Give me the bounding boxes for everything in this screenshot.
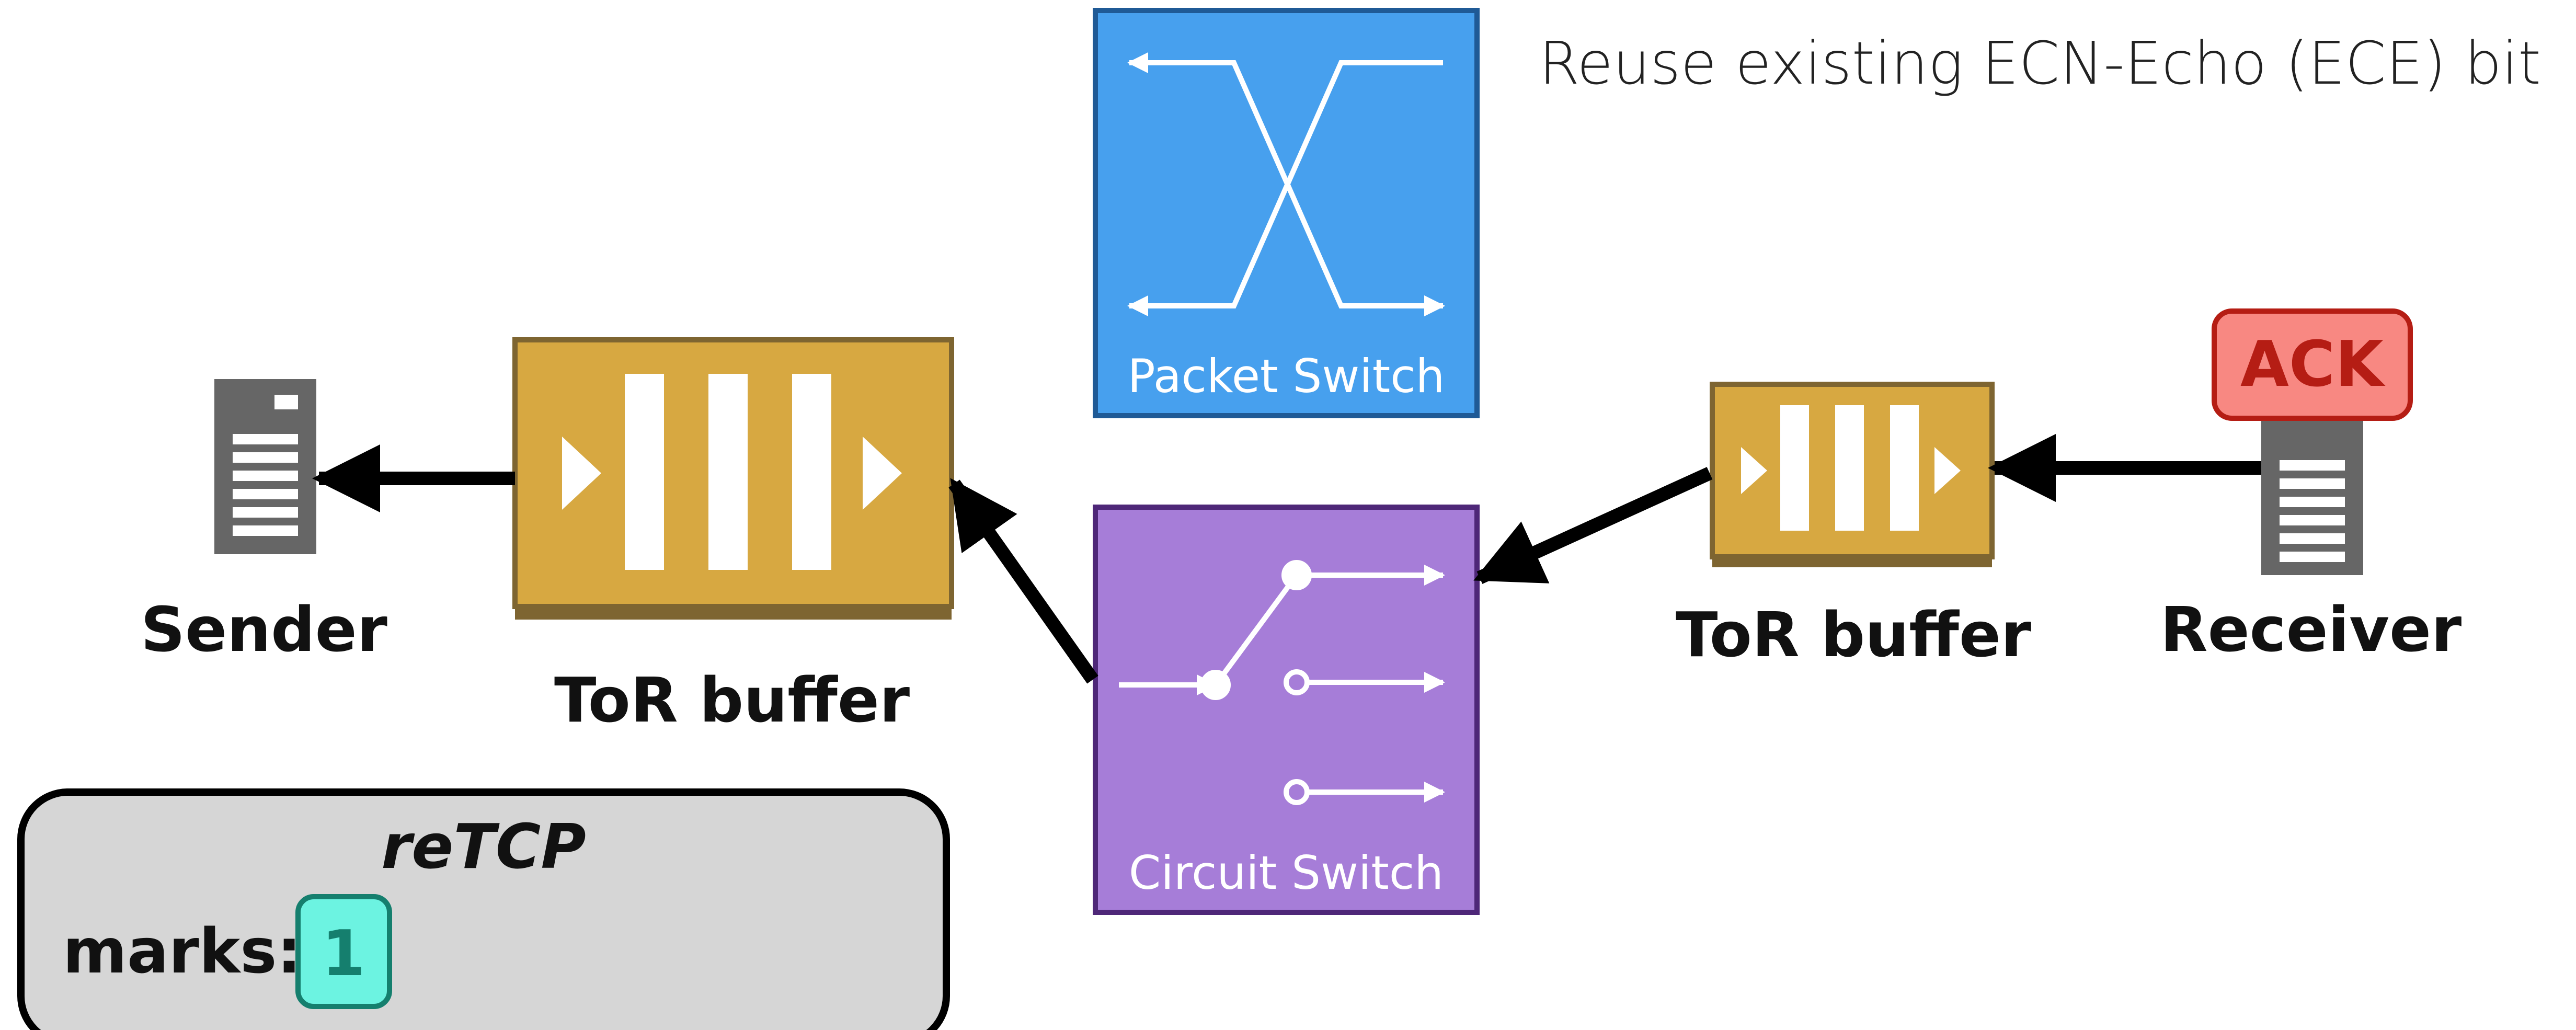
arrow-circuit-to-tor xyxy=(948,478,1098,684)
receiver-server-icon xyxy=(2261,410,2363,575)
sender-server-icon xyxy=(214,379,316,554)
circuit-switch-label: Circuit Switch xyxy=(1129,846,1444,900)
packet-switch-icon xyxy=(1127,52,1445,316)
tor-buffer-right-label: ToR buffer xyxy=(1676,599,2031,671)
tor-buffer-right xyxy=(1710,382,1995,567)
circuit-switch: Circuit Switch xyxy=(1093,505,1480,915)
packet-switch-label: Packet Switch xyxy=(1128,349,1445,403)
tor-buffer-left-label: ToR buffer xyxy=(554,664,910,736)
arrow-tor-to-circuit xyxy=(1473,467,1713,584)
mark-badge xyxy=(295,894,392,1009)
retcp-title: reTCP xyxy=(381,810,586,883)
ack-label: ACK xyxy=(2240,328,2386,401)
mark-value: 1 xyxy=(322,918,365,990)
receiver-label: Receiver xyxy=(2160,593,2461,666)
marks-label: marks: xyxy=(63,915,302,987)
sender-label: Sender xyxy=(141,593,387,666)
ecn-echo-note: Reuse existing ECN-Echo (ECE) bit xyxy=(1539,30,2541,98)
retcp-panel: reTCP marks: 1 xyxy=(17,788,950,1030)
packet-switch: Packet Switch xyxy=(1093,8,1480,418)
ack-packet: ACK xyxy=(2212,308,2413,421)
tor-buffer-left xyxy=(512,337,954,620)
circuit-switch-icon xyxy=(1119,560,1445,805)
